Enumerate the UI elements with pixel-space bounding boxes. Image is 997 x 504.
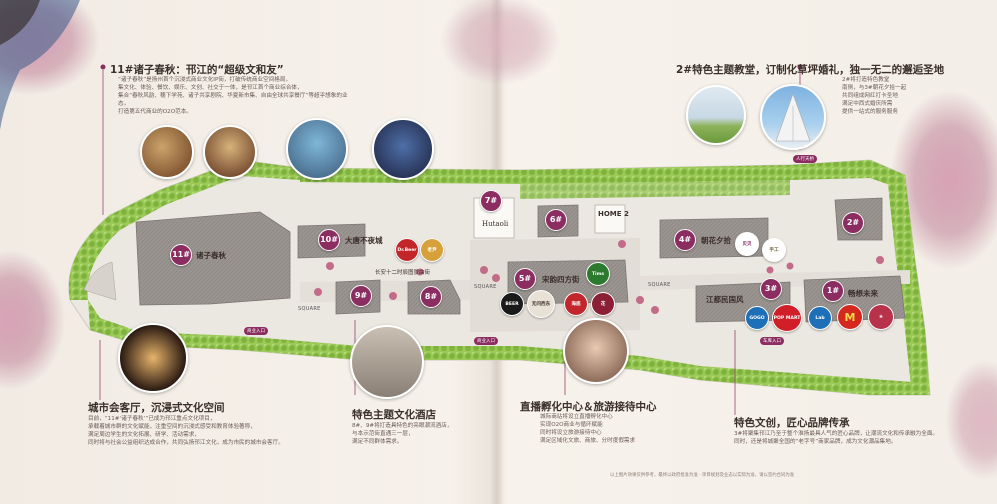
unit-1-label: 畅想未来 <box>848 289 878 298</box>
unit-5-label: 宋韵四方街 <box>542 275 580 284</box>
brand-badge[interactable]: 贝贝 <box>735 232 759 256</box>
brand-badge[interactable]: Tims <box>586 262 610 286</box>
unit-4-marker[interactable]: 4# <box>674 229 696 251</box>
mid-gate[interactable]: 商业入口 <box>474 337 498 345</box>
hutaoli-label: Hutaoli <box>482 220 509 228</box>
brand-badge[interactable]: GOGO <box>745 306 769 330</box>
brand-badge[interactable]: Dr.Beer <box>395 238 419 262</box>
square-label: SQUARE <box>474 284 497 290</box>
unit-1-marker[interactable]: 1# <box>822 280 844 302</box>
unit-4-label: 朝花夕拾 <box>701 236 731 245</box>
brand-badge[interactable]: 手工 <box>762 238 786 262</box>
living-room-line: 满足周边学生的文化拓展、研学、活动需求， <box>88 432 200 438</box>
unit-5-marker[interactable]: 5# <box>514 268 536 290</box>
home2-label: HOME 2 <box>598 210 629 218</box>
zhuzi-line: “诸子春秋”是扬州首个沉浸式商业文化IP街，打破传统商业空间格局， <box>118 77 292 83</box>
livestream-line: 同时将设立旅游接待中心 <box>540 430 602 436</box>
living-room-body: 目前，“11#‘诸子春秋’”已成为邗江重点文化项目， 承载着城市群的文化赋能，注… <box>88 415 288 447</box>
unit-3-label: 江都民国风 <box>706 295 744 304</box>
flowering-trees <box>314 240 884 314</box>
unit-2-marker[interactable]: 2# <box>842 212 864 234</box>
brand-badge[interactable]: 花 <box>591 292 615 316</box>
chapel-body: 2#将打造特色教堂 南侧，与3#朝花夕拾一起 共同组成网红打卡圣地 满足中西式婚… <box>842 76 922 116</box>
hotel-heading: 特色主题文化酒店 <box>352 409 436 421</box>
chapel-line: 南侧，与3#朝花夕拾一起 <box>842 85 907 91</box>
brand-badge[interactable]: BEER <box>500 292 524 316</box>
zhuzi-line: 集合“春秋风韵、穗下学苑、诸子共享剧院、华夏新市集、自由全球共享餐厅”等超乎想象… <box>118 93 348 107</box>
chapel-line: 满足中西式婚庆所需 <box>842 101 893 107</box>
unit-11-marker[interactable]: 11# <box>170 244 192 266</box>
chapel-line: 共同组成网红打卡圣地 <box>842 93 898 99</box>
unit-9-marker[interactable]: 9# <box>350 285 372 307</box>
chapel-icon <box>775 93 811 142</box>
chapel-heading: 2#特色主题教堂，订制化草坪婚礼，独一无二的邂逅圣地 <box>676 64 945 76</box>
brand-badge[interactable]: Lab <box>808 306 832 330</box>
unit-11-label: 诸子春秋 <box>196 251 226 260</box>
zhuzi-body: “诸子春秋”是扬州首个沉浸式商业文化IP街，打破传统商业空间格局， 集文化、体验… <box>118 76 348 116</box>
brand-badge[interactable]: M <box>837 304 863 330</box>
square-label: SQUARE <box>298 306 321 312</box>
brand-badge[interactable]: 海底 <box>564 292 588 316</box>
living-room-line: 承载着城市群的文化赋能，注重空间的沉浸式感受和教育体验著称， <box>88 424 256 430</box>
hotel-line: 与本示范街直通三一层， <box>352 431 414 437</box>
living-room-line: 目前，“11#‘诸子春秋’”已成为邗江重点文化项目， <box>88 416 216 422</box>
photo-shop <box>203 125 257 179</box>
chapel-line: 2#将打造特色教堂 <box>842 77 890 83</box>
unit-7-marker[interactable]: 7# <box>480 190 502 212</box>
brand-badge[interactable]: POP MART <box>772 304 802 332</box>
brand-badge[interactable]: ❀ <box>868 304 894 330</box>
unit-8-marker[interactable]: 8# <box>420 286 442 308</box>
living-room-line: 同时将与社会公益组织达成合作，共同弘扬邗江文化，成为市民的城市会客厅。 <box>88 440 284 446</box>
west-gate[interactable]: 商业入口 <box>244 327 268 335</box>
chapel-line: 提供一站式的服务服务 <box>842 109 898 115</box>
hotel-line: 8#、9#将打造具特色的亮眼潮流酒店， <box>352 423 453 429</box>
hotel-line: 满足不同群体需求。 <box>352 439 403 445</box>
skybridge-gate[interactable]: 人行天桥 <box>793 155 817 163</box>
unit-6-marker[interactable]: 6# <box>545 209 567 231</box>
livestream-body: 城际商站将设立直播孵化中心 实现O2O商业与循环赋能 同时将设立旅游接待中心 满… <box>540 413 680 445</box>
garage-gate[interactable]: 车库入口 <box>760 337 784 345</box>
culture-brand-heading: 特色文创，匠心品牌传承 <box>734 417 850 429</box>
photo-hotel-lobby <box>350 325 424 399</box>
square-label: SQUARE <box>648 282 671 288</box>
photo-restaurant <box>140 125 194 179</box>
culture-brand-line: 3#将聚集邗江乃至于整个淮扬最具人气的匠心品牌，让潮流文化和传承融为全面。 <box>734 431 939 437</box>
photo-gallery <box>372 118 434 180</box>
livestream-heading: 直播孵化中心＆旅游接待中心 <box>520 401 657 413</box>
photo-night-street <box>118 323 188 393</box>
photo-chapel <box>760 84 826 150</box>
photo-banquet-lawn <box>686 85 746 145</box>
decorative-flowers <box>0 0 997 480</box>
hotel-body: 8#、9#将打造具特色的亮眼潮流酒店， 与本示范街直通三一层， 满足不同群体需求… <box>352 422 482 446</box>
brand-badge[interactable]: 无问西东 <box>527 290 555 318</box>
culture-brand-line: 同时，还是将城聚全国的“老字号”商家品牌，成为文化潮品集地。 <box>734 439 897 445</box>
livestream-line: 城际商站将设立直播孵化中心 <box>540 414 613 420</box>
tang-12-label: 长安十二时辰图景曲街 <box>375 270 431 276</box>
brand-badge[interactable]: 老尹 <box>420 238 444 262</box>
footer-disclaimer: 以上图片效果仅供参考，最终以政府批准为准 · 项目规划及业态以实际为准，请以签约… <box>610 473 795 478</box>
livestream-line: 满足区域化文旅、商旅、分时度假需求 <box>540 438 636 444</box>
zhuzi-line: 打造第五代商业的O2O范本。 <box>118 109 192 115</box>
unit-10-marker[interactable]: 10# <box>318 229 340 251</box>
zhuzi-heading: 11#诸子春秋：邗江的“超级文和友” <box>110 64 284 76</box>
unit-3-marker[interactable]: 3# <box>760 278 782 300</box>
living-room-heading: 城市会客厅，沉浸式文化空间 <box>88 402 225 414</box>
culture-brand-body: 3#将聚集邗江乃至于整个淮扬最具人气的匠心品牌，让潮流文化和传承融为全面。 同时… <box>734 430 954 446</box>
zhuzi-line: 集文化、体验、餐饮、娱乐、文创、社交于一体，是邗江首个商业综合体， <box>118 85 303 91</box>
unit-10-label: 大唐不夜城 <box>345 236 383 245</box>
building-11 <box>135 211 291 306</box>
photo-market <box>286 118 348 180</box>
livestream-line: 实现O2O商业与循环赋能 <box>540 422 603 428</box>
photo-livestream <box>563 318 629 384</box>
